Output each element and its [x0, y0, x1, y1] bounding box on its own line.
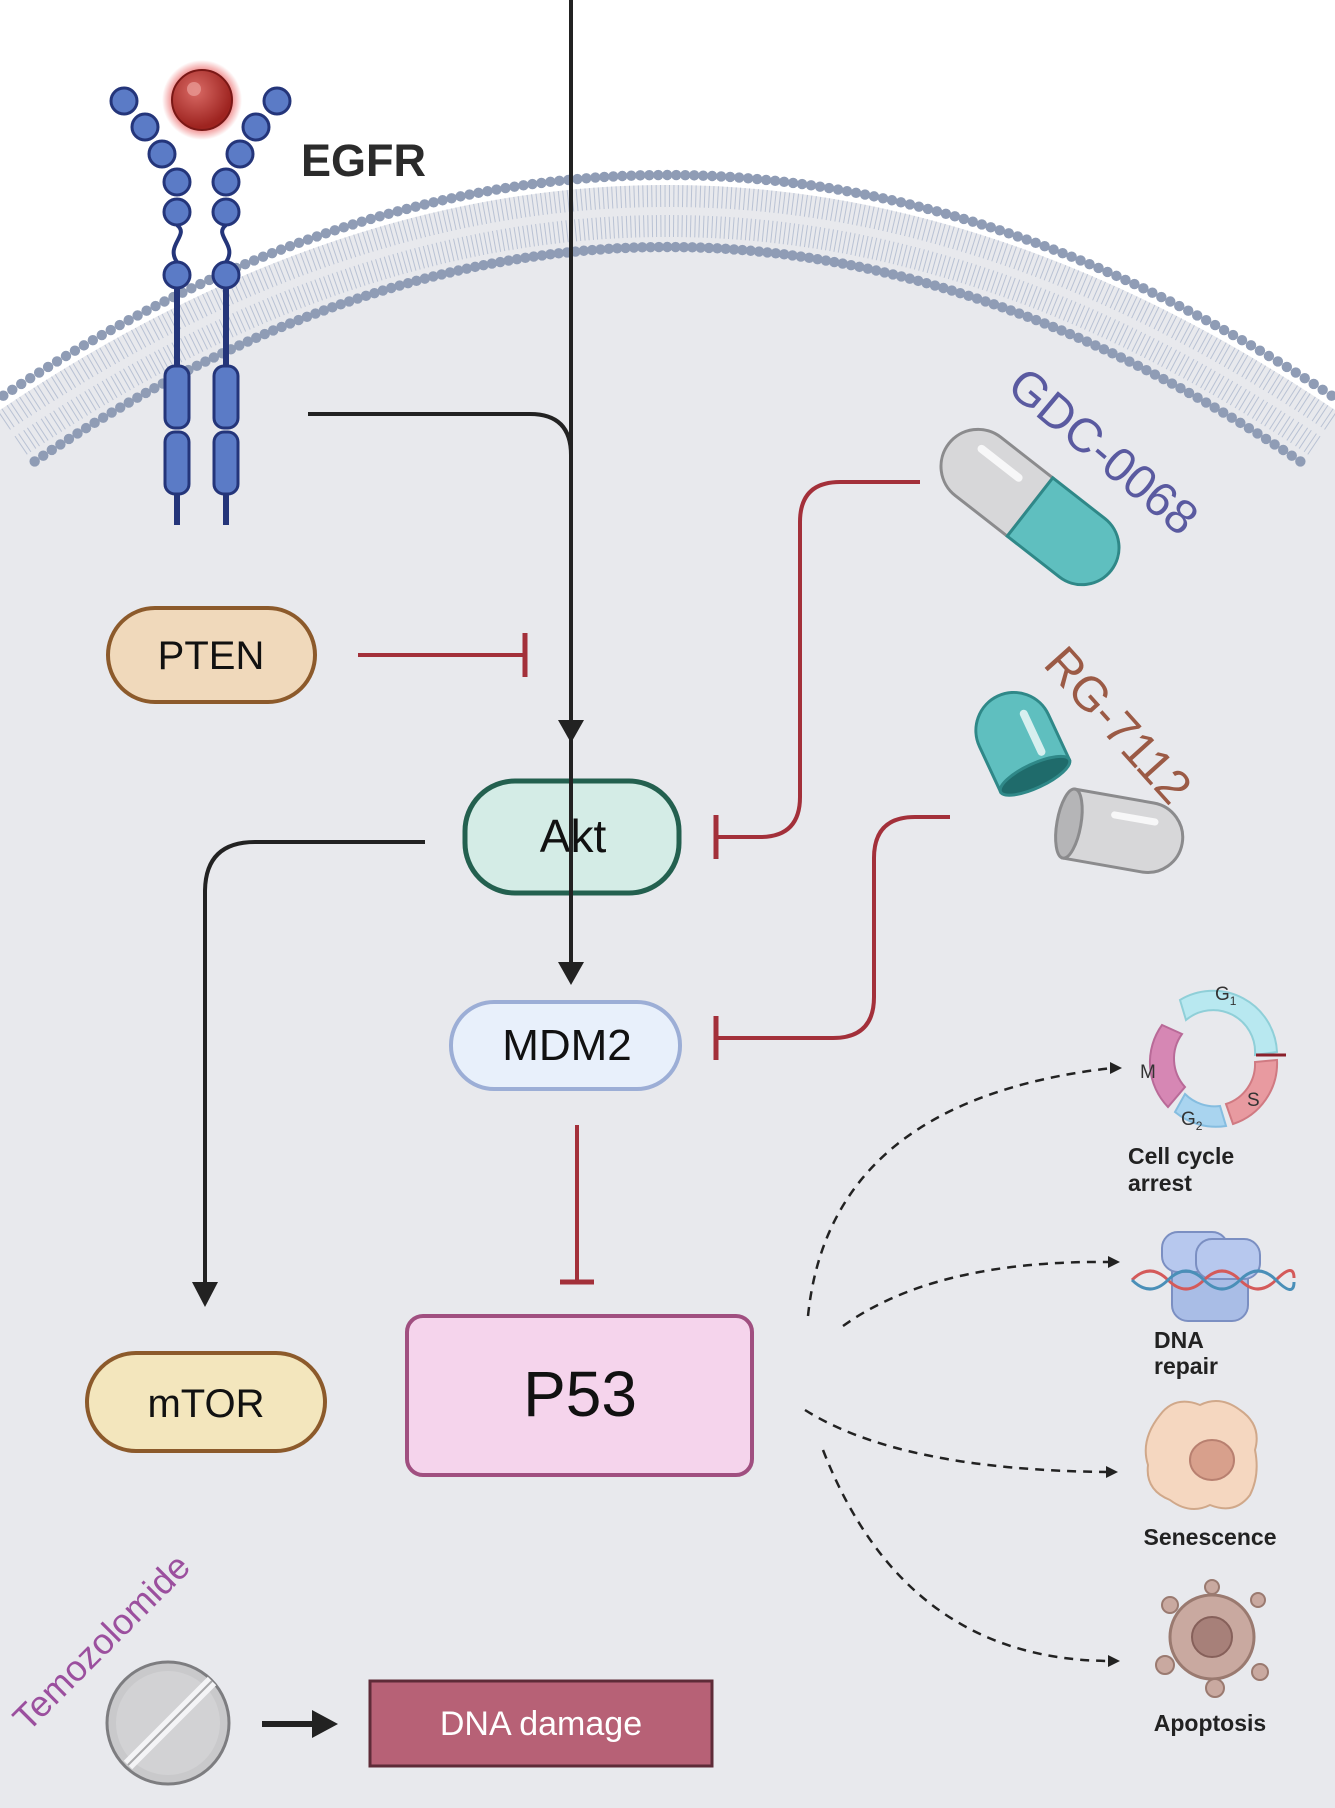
- dna-repair-label-line1: DNA: [1154, 1327, 1204, 1353]
- egfr-label: EGFR: [301, 135, 426, 186]
- mdm2-label: MDM2: [502, 1021, 632, 1070]
- temozolomide-tablet-icon: [105, 1660, 231, 1786]
- apoptosis-label: Apoptosis: [1154, 1710, 1266, 1736]
- pten-inhibits-akt: [358, 633, 528, 677]
- cell-cycle-g1-label: G1: [1215, 984, 1237, 1008]
- apoptosis-cell-icon: [1155, 1579, 1269, 1698]
- cell-cycle-icon: G1 S G2 M: [1140, 984, 1286, 1133]
- p53-node: P53: [405, 1314, 754, 1477]
- dna-repair-icon: [1130, 1231, 1296, 1322]
- rg7112-inhibits-mdm2: [713, 815, 950, 1060]
- akt-label: Akt: [540, 810, 607, 862]
- cell-cycle-arrest-label-line1: Cell cycle: [1128, 1143, 1234, 1169]
- mdm2-node: MDM2: [449, 1000, 682, 1091]
- cell-membrane: [0, 169, 1335, 467]
- egf-ligand-icon: [162, 60, 242, 140]
- pten-label: PTEN: [158, 634, 265, 678]
- cell-cycle-arrest-label-line2: arrest: [1128, 1170, 1192, 1196]
- p53-outcome-arrows: [804, 1066, 1113, 1663]
- p53-label: P53: [523, 1358, 637, 1430]
- pten-node: PTEN: [106, 606, 317, 704]
- dna-damage-label: DNA damage: [440, 1705, 642, 1743]
- cell-cycle-g2-label: G2: [1181, 1109, 1203, 1133]
- mtor-node: mTOR: [85, 1351, 327, 1453]
- dna-repair-label-line2: repair: [1154, 1353, 1218, 1379]
- cell-cycle-s-label: S: [1247, 1090, 1260, 1111]
- gdc0068-capsule-icon: [939, 427, 1121, 587]
- dna-damage-box: DNA damage: [368, 1679, 714, 1768]
- mdm2-inhibits-p53: [560, 1125, 594, 1285]
- cytoplasm: [0, 185, 1335, 1808]
- gdc0068-inhibits-akt: [713, 480, 920, 859]
- senescence-cell-icon: [1144, 1400, 1258, 1510]
- rg7112-capsule-icon: [974, 691, 1185, 874]
- senescence-label: Senescence: [1144, 1524, 1277, 1550]
- mtor-label: mTOR: [147, 1382, 264, 1426]
- akt-to-mtor-arrow: [203, 840, 425, 1285]
- cell-cycle-m-label: M: [1140, 1062, 1156, 1083]
- egfr-receptor-icon: [109, 86, 292, 525]
